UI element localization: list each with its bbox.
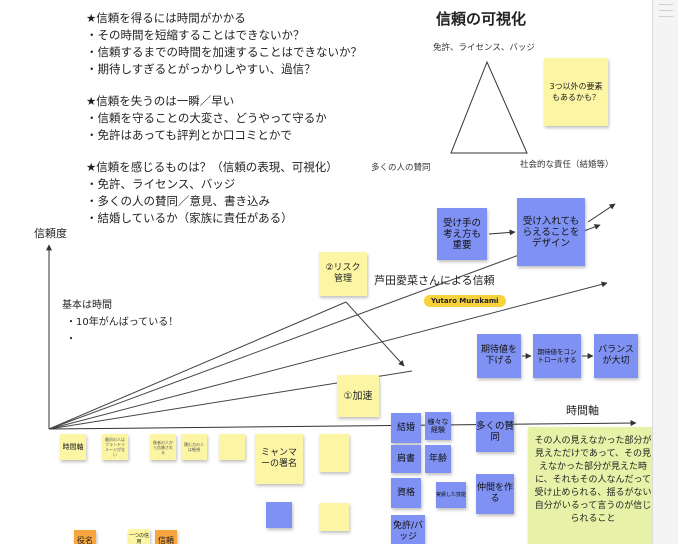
- triangle-top-label: 免許、ライセンス、バッジ: [433, 43, 535, 53]
- sticky-tiny-5[interactable]: [319, 434, 349, 472]
- note-line: ・信頼を守ることの大変さ、どうやって守るか: [86, 111, 327, 125]
- note-line: ★信頼を感じるものは？（信頼の表現、可視化）: [86, 160, 338, 174]
- basis-item-2: ・: [66, 334, 76, 345]
- sticky-myanmar[interactable]: ミャンマーの署名: [255, 434, 303, 484]
- sticky-nakama[interactable]: 仲間を作る: [476, 474, 514, 514]
- sticky-accel[interactable]: ①加速: [337, 375, 379, 417]
- canvas-area[interactable]: ★信頼を得るには時間がかかる・その時間を短縮することはできないか？ ・信頼するまで…: [0, 0, 658, 544]
- sticky-orange-1[interactable]: 役名: [74, 530, 96, 544]
- sticky-control-expectation[interactable]: 期待値をコントロールする: [533, 334, 581, 378]
- right-scroll-rail[interactable]: [652, 0, 678, 544]
- note-line: ・結婚しているか（家族に責任がある）: [86, 211, 293, 225]
- note-line: ★信頼を失うのは一瞬／早い: [86, 94, 235, 108]
- sticky-kekkon[interactable]: 結婚: [391, 413, 421, 443]
- note-line: ・免許、ライセンス、バッジ: [86, 177, 236, 191]
- rail-tick: [659, 4, 673, 5]
- sticky-jikanjiku[interactable]: 時間軸: [60, 434, 86, 460]
- arrow-b-out: [587, 203, 616, 223]
- sticky-receiver-thinking[interactable]: 受け手の考え方も重要: [437, 208, 487, 260]
- sticky-risk[interactable]: ②リスク管理: [319, 252, 367, 296]
- note-line: ★信頼を得るには時間がかかる: [86, 11, 246, 25]
- note-line: ・信頼するまでの時間を加速することはできないか？: [86, 45, 362, 59]
- y-axis-label: 信頼度: [34, 227, 67, 240]
- x-axis-line: [48, 420, 637, 430]
- sticky-katagaki[interactable]: 肩書: [391, 445, 421, 473]
- ashida-label: 芦田愛菜さんによる信頼: [374, 274, 495, 287]
- sticky-tiny-2[interactable]: 後者の人から信頼される: [150, 434, 176, 460]
- sticky-tiny-3[interactable]: 積む方の人は軽視: [181, 434, 207, 460]
- sticky-balance[interactable]: バランスが大切: [594, 334, 638, 378]
- sticky-orange-2[interactable]: 信頼: [155, 530, 177, 544]
- trust-triangle: [450, 60, 528, 154]
- sticky-tiny-6[interactable]: [319, 503, 349, 531]
- note-line: ・その時間を短縮することはできないか？: [86, 28, 305, 42]
- sticky-small-trust[interactable]: 一つの信用: [128, 529, 150, 544]
- basis-label: 基本は時間: [62, 300, 112, 311]
- triangle-title: 信頼の可視化: [436, 10, 527, 28]
- sticky-shikaku[interactable]: 資格: [391, 478, 421, 508]
- notes-block: ★信頼を得るには時間がかかる・その時間を短縮することはできないか？ ・信頼するまで…: [86, 10, 362, 227]
- sticky-other-elements[interactable]: 3つ以外の要素もあるかも？: [544, 58, 608, 126]
- arrow-a-b: [488, 229, 516, 236]
- ray-accel: [48, 281, 608, 430]
- sticky-ooku[interactable]: 多くの賛同: [476, 412, 514, 452]
- sticky-small-skill[interactable]: 実績した技能: [436, 482, 466, 508]
- ray-ashida: [48, 224, 601, 430]
- cursor-user-tag: Yutaro Murakami: [424, 295, 506, 307]
- sticky-tiny-1[interactable]: 最初の人はブランドイメージがない: [102, 434, 128, 460]
- sticky-design-acceptance[interactable]: 受け入れてもらえることをデザイン: [517, 198, 585, 266]
- rail-tick: [659, 10, 673, 11]
- triangle-left-label: 多くの人の賛同: [371, 163, 431, 173]
- x-axis-label: 時間軸: [566, 404, 599, 417]
- sticky-tiny-4[interactable]: [219, 434, 245, 460]
- note-line: ・多くの人の賛同／意見、書き込み: [86, 194, 270, 208]
- sticky-samazama[interactable]: 様々な経験: [425, 412, 451, 440]
- sticky-nenrei[interactable]: 年齢: [425, 445, 451, 473]
- triangle-right-label: 社会的な責任（結婚等）: [520, 160, 614, 170]
- connector-lines: [46, 60, 637, 430]
- sticky-menkyo[interactable]: 免許/バッジ: [391, 515, 425, 544]
- sticky-tiny-7[interactable]: [266, 502, 292, 528]
- sticky-green-note[interactable]: その人の見えなかった部分が見えただけであって、その見えなかった部分が見えた時に、…: [528, 427, 658, 544]
- basis-item-1: ・10年がんばっている！: [66, 317, 179, 328]
- note-line: ・期待しすぎるとがっかりしやすい、過信？: [86, 62, 316, 76]
- ray-risk-down: [345, 301, 405, 367]
- note-line: ・免許はあっても評判とか口コミとかで: [86, 128, 292, 142]
- sticky-lower-expectation[interactable]: 期待値を下げる: [477, 334, 521, 378]
- ray-risk-up: [48, 301, 347, 430]
- rail-tick: [659, 16, 673, 17]
